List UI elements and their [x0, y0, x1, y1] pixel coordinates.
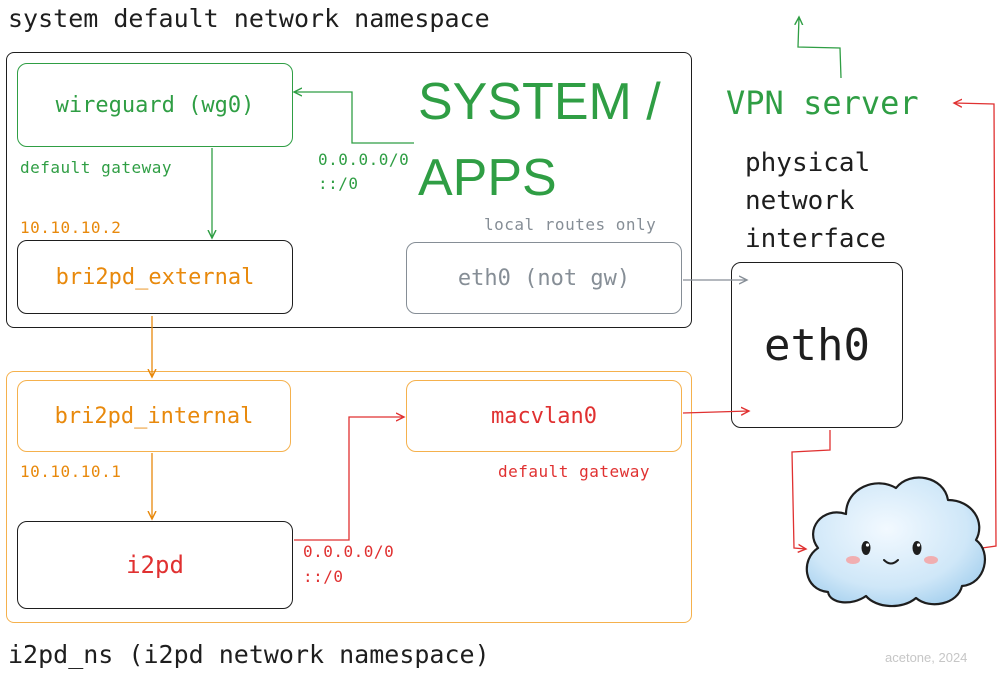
i2pd-box[interactable]: i2pd	[17, 521, 293, 609]
wg-default-gateway-note: default gateway	[20, 158, 172, 177]
credit-text: acetone, 2024	[885, 650, 968, 665]
bri-ext-ip: 10.10.10.2	[20, 218, 122, 237]
eth0-not-gw-label: eth0 (not gw)	[457, 265, 631, 291]
arrow-cloud-to-vpn	[954, 103, 997, 549]
bri2pd-internal-label: bri2pd_internal	[54, 403, 254, 429]
bri2pd-external-box[interactable]: bri2pd_external	[17, 240, 293, 314]
eth0-physical-label: eth0	[764, 319, 870, 371]
system-apps-label-line2: APPS	[418, 149, 557, 207]
macvlan0-box[interactable]: macvlan0	[406, 380, 682, 452]
bri2pd-internal-box[interactable]: bri2pd_internal	[17, 380, 291, 452]
i2pd-namespace-frame	[6, 371, 692, 623]
eth0-physical-box[interactable]: eth0	[731, 262, 903, 428]
arrow-apps-to-wg	[294, 92, 414, 144]
wireguard-box-label: wireguard (wg0)	[55, 92, 255, 118]
i2pd-box-label: i2pd	[126, 551, 184, 579]
arrow-macvlan-to-eth0	[682, 411, 749, 413]
arrow-vpn-upstream	[798, 17, 842, 79]
physical-interface-line2: network	[745, 186, 855, 216]
eth0-not-gw-box[interactable]: eth0 (not gw)	[406, 242, 682, 314]
bri-int-ip: 10.10.10.1	[20, 462, 122, 481]
cloud-mascot-icon	[805, 476, 986, 608]
bri2pd-external-label: bri2pd_external	[55, 264, 255, 290]
wg-route-v4: 0.0.0.0/0	[318, 150, 410, 169]
local-routes-note: local routes only	[484, 215, 657, 234]
arrow-eth0-to-cloud	[791, 430, 831, 549]
i2pd-route-v4: 0.0.0.0/0	[303, 542, 395, 561]
system-apps-label-line1: SYSTEM /	[418, 73, 661, 131]
arrow-i2pd-to-macvlan	[294, 417, 404, 541]
vpn-server-label: VPN server	[726, 84, 919, 122]
wireguard-box[interactable]: wireguard (wg0)	[17, 63, 293, 147]
macvlan-default-gateway-note: default gateway	[498, 462, 650, 481]
system-namespace-title: system default network namespace	[8, 4, 490, 33]
i2pd-route-v6: ::/0	[303, 567, 344, 586]
macvlan0-label: macvlan0	[491, 403, 597, 429]
wg-route-v6: ::/0	[318, 174, 359, 193]
system-namespace-frame	[6, 52, 692, 328]
i2pd-namespace-title: i2pd_ns (i2pd network namespace)	[8, 640, 490, 669]
physical-interface-line1: physical	[745, 148, 871, 178]
physical-interface-line3: interface	[745, 224, 886, 254]
